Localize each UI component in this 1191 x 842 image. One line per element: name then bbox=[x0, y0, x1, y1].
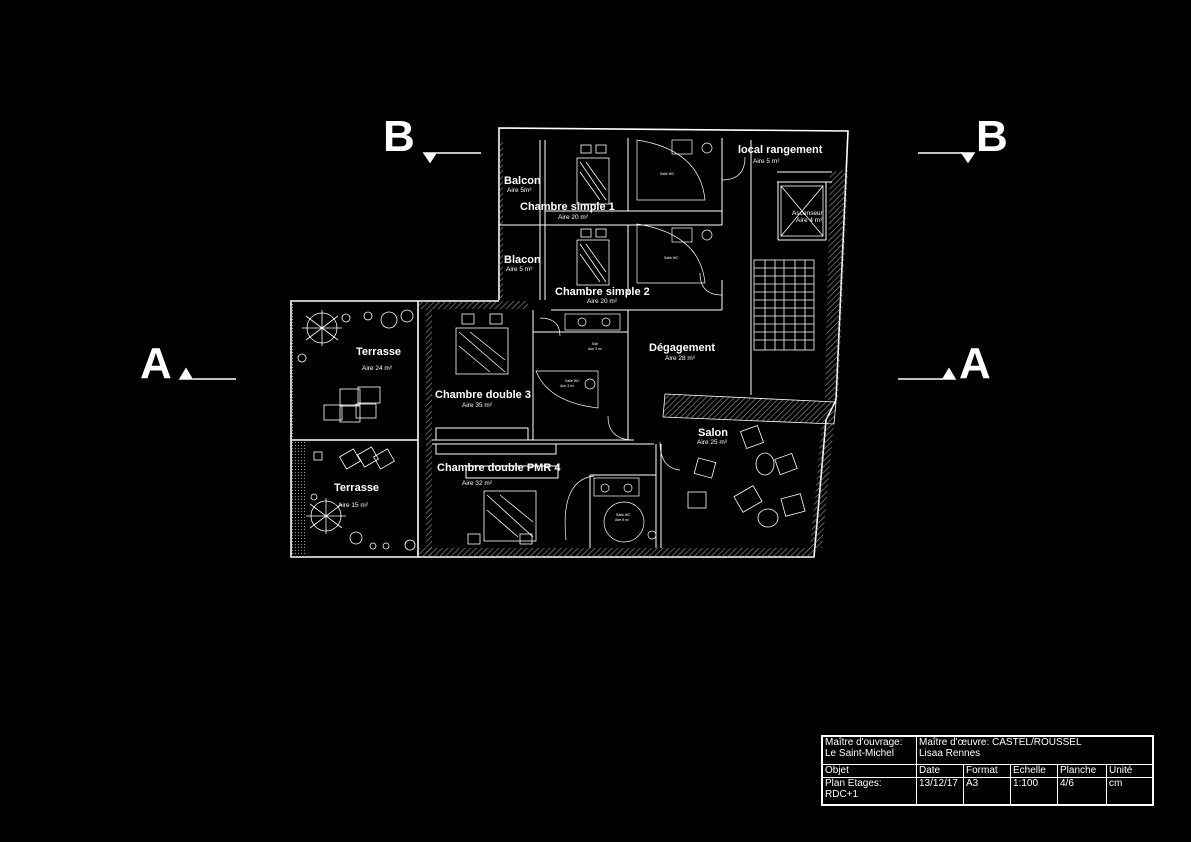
header-planche: Planche bbox=[1057, 764, 1107, 778]
room-area-chambre-double-pmr-4: Aire 32 m² bbox=[462, 480, 493, 487]
room-area-balcon-2: Aire 5 m² bbox=[506, 266, 533, 273]
room-area-local-rangement: Aire 5 m² bbox=[753, 158, 780, 165]
room-name-chambre-double-pmr-4: Chambre double PMR 4 bbox=[437, 462, 561, 474]
room-labels: Balcon Aire 5m² Blacon Aire 5 m² Chambre… bbox=[334, 144, 824, 522]
room-area-terrasse-2: Aire 15 m² bbox=[338, 502, 369, 509]
maitre-ouvrage-cell: Maître d'ouvrage: Le Saint-Michel bbox=[822, 736, 917, 765]
maitre-oeuvre-sub: Lisaa Rennes bbox=[919, 748, 981, 759]
header-date: Date bbox=[916, 764, 964, 778]
maitre-ouvrage-value: Le Saint-Michel bbox=[825, 748, 894, 759]
value-date: 13/12/17 bbox=[916, 777, 964, 805]
fixture-area-sdb-3: Aire 3 m² bbox=[588, 347, 603, 351]
door-swings bbox=[539, 156, 746, 471]
room-area-chambre-double-3: Aire 35 m² bbox=[462, 402, 493, 409]
room-name-chambre-simple-2: Chambre simple 2 bbox=[555, 286, 650, 298]
room-name-chambre-double-3: Chambre double 3 bbox=[435, 389, 531, 401]
room-name-local-rangement: local rangement bbox=[738, 144, 823, 156]
maitre-oeuvre-label: Maître d'œuvre: CASTEL/ROUSSEL bbox=[919, 737, 1082, 749]
elevator-shaft bbox=[780, 185, 824, 237]
room-name-chambre-simple-1: Chambre simple 1 bbox=[520, 201, 615, 213]
section-marker-b-left: B bbox=[383, 112, 415, 161]
section-cut-lines bbox=[178, 152, 976, 380]
room-name-salon: Salon bbox=[698, 427, 728, 439]
room-name-ascenseur: Ascenseur bbox=[792, 210, 824, 217]
header-format: Format bbox=[963, 764, 1011, 778]
title-block: Maître d'ouvrage: Le Saint-Michel Maître… bbox=[821, 735, 1154, 806]
room-name-balcon-1: Balcon bbox=[504, 175, 541, 187]
room-area-ascenseur: Aire 4 m² bbox=[796, 217, 823, 224]
room-area-salon: Aire 25 m² bbox=[697, 439, 728, 446]
bathroom-fixtures bbox=[535, 139, 713, 543]
room-area-chambre-simple-2: Aire 20 m² bbox=[587, 298, 618, 305]
plant-icons bbox=[297, 309, 416, 551]
fixture-label-sdb-3: Sdb bbox=[592, 342, 598, 346]
interior-walls bbox=[432, 138, 832, 548]
maitre-oeuvre-cell: Maître d'œuvre: CASTEL/ROUSSEL Lisaa Ren… bbox=[916, 736, 1153, 765]
room-area-terrasse-1: Aire 24 m² bbox=[362, 365, 393, 372]
fixture-label-sdb-4: Salle WC bbox=[616, 513, 631, 517]
value-echelle: 1:100 bbox=[1010, 777, 1058, 805]
hatched-walls bbox=[291, 140, 848, 557]
fixture-label-wc-3: Salle WC bbox=[565, 379, 580, 383]
terrace-furniture bbox=[313, 386, 395, 470]
fixture-area-sdb-4: Aire 8 m² bbox=[615, 518, 630, 522]
room-area-degagement: Aire 28 m² bbox=[665, 355, 696, 362]
header-echelle: Echelle bbox=[1010, 764, 1058, 778]
room-name-degagement: Dégagement bbox=[649, 342, 715, 354]
maitre-ouvrage-label: Maître d'ouvrage: bbox=[825, 737, 903, 749]
section-marker-b-right: B bbox=[976, 112, 1008, 161]
fixture-area-wc-3: Aire 3 m² bbox=[560, 384, 575, 388]
room-area-balcon-1: Aire 5m² bbox=[507, 187, 532, 194]
salon-furniture bbox=[687, 424, 806, 528]
section-marker-a-right: A bbox=[959, 339, 991, 388]
section-marker-a-left: A bbox=[140, 339, 172, 388]
fixture-label-sdb-1: Salle WC bbox=[660, 172, 675, 176]
objet-line-1: Plan Etages: bbox=[825, 778, 882, 790]
header-unite: Unité bbox=[1106, 764, 1153, 778]
room-name-balcon-2: Blacon bbox=[504, 254, 541, 266]
objet-line-2: RDC+1 bbox=[825, 789, 859, 800]
staircase bbox=[753, 259, 815, 351]
value-objet: Plan Etages: RDC+1 bbox=[822, 777, 917, 805]
room-name-terrasse-2: Terrasse bbox=[334, 482, 379, 494]
header-objet: Objet bbox=[822, 764, 917, 778]
room-name-terrasse-1: Terrasse bbox=[356, 346, 401, 358]
value-unite: cm bbox=[1106, 777, 1153, 805]
room-area-chambre-simple-1: Aire 20 m² bbox=[558, 214, 589, 221]
value-format: A3 bbox=[963, 777, 1011, 805]
beds bbox=[455, 144, 610, 545]
value-planche: 4/6 bbox=[1057, 777, 1107, 805]
fixture-label-sdb-2: Salle WC bbox=[664, 256, 679, 260]
